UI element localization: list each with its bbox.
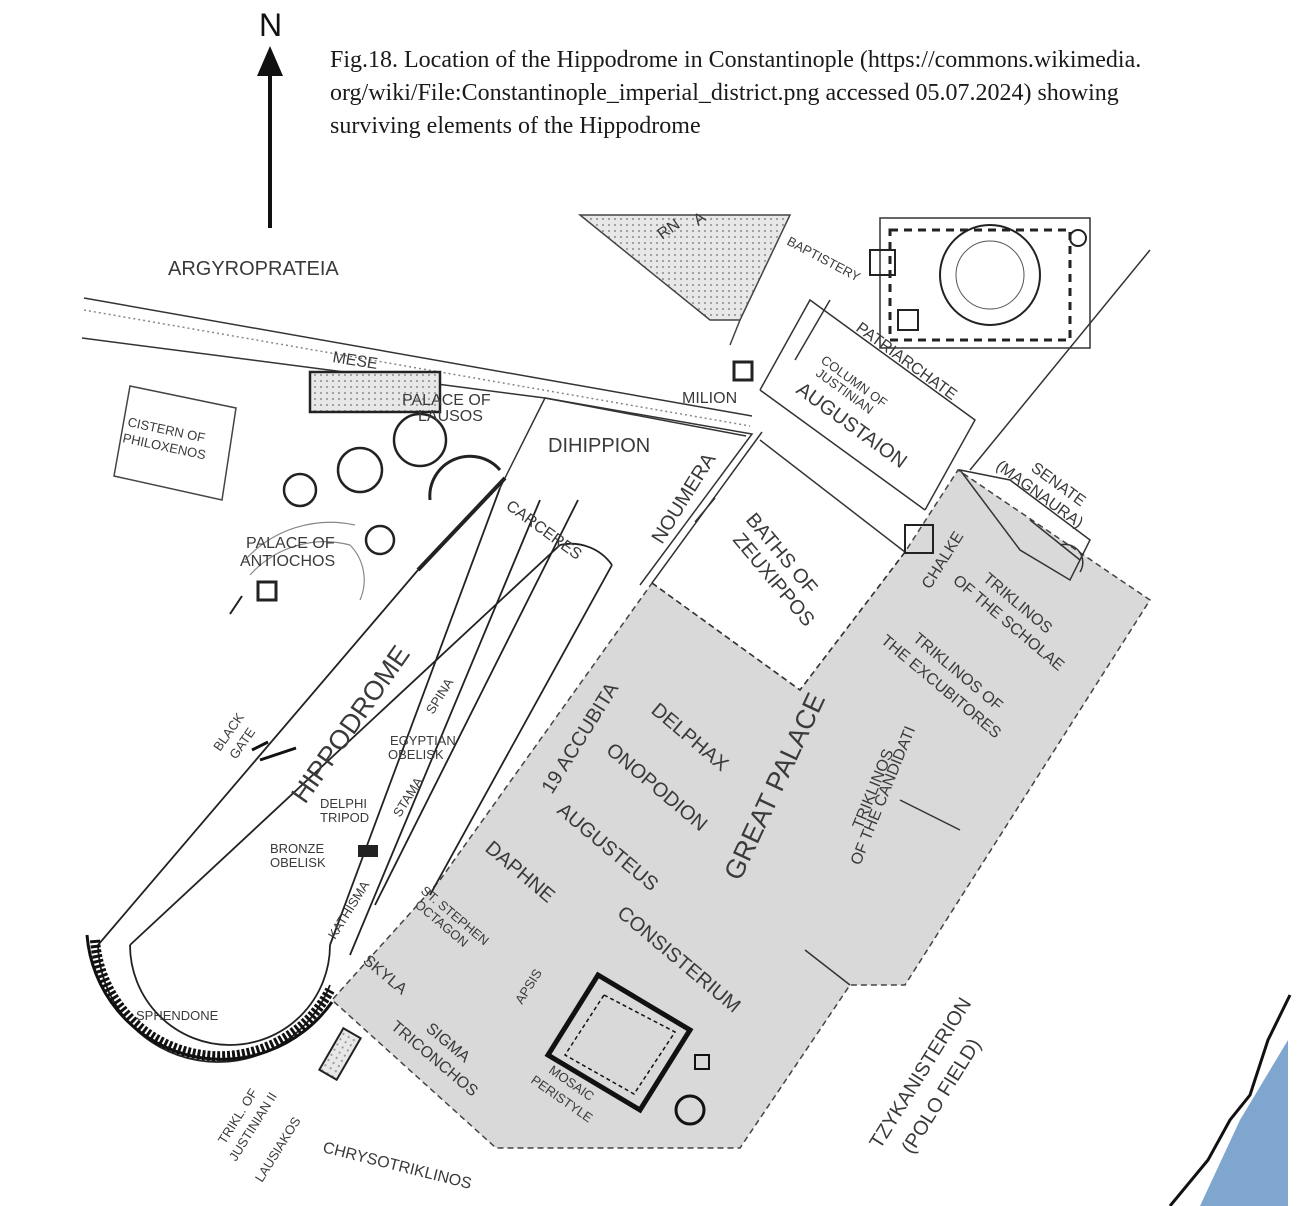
caption-line-3: surviving elements of the Hippodrome bbox=[330, 113, 701, 139]
label-kathisma: KATHISMA bbox=[325, 878, 373, 942]
sphendone-seating bbox=[90, 939, 335, 1062]
label-mese: MESE bbox=[331, 349, 378, 373]
label-delphi-tripod-2: TRIPOD bbox=[320, 810, 369, 825]
caption-line-1: Fig.18. Location of the Hippodrome in Co… bbox=[330, 47, 1142, 73]
hippodrome-outline bbox=[97, 476, 613, 1063]
label-dihippion: DIHIPPION bbox=[548, 435, 650, 457]
label-hippodrome: HIPPODROME bbox=[285, 640, 415, 808]
label-palace-lausos-1: PALACE OF bbox=[402, 392, 491, 409]
label-palace-lausos-2: LAUSOS bbox=[418, 408, 483, 425]
black-gate-marker bbox=[251, 740, 297, 762]
label-palace-antiochos-1: PALACE OF bbox=[246, 535, 335, 552]
palace-lausos-shapes bbox=[282, 370, 502, 556]
coastline bbox=[1168, 994, 1292, 1206]
mosaic-peristyle bbox=[544, 971, 710, 1126]
label-egyptian-obelisk-2: OBELISK bbox=[388, 747, 444, 762]
north-label: N bbox=[259, 7, 282, 43]
label-bronze-obelisk-2: OBELISK bbox=[270, 855, 326, 870]
north-arrow: N bbox=[257, 7, 283, 228]
label-egyptian-obelisk-1: EGYPTIAN bbox=[390, 733, 456, 748]
chalke-marker bbox=[904, 524, 934, 554]
sphendone-outer bbox=[85, 934, 334, 1061]
milion-marker bbox=[732, 360, 754, 382]
label-argyroprateia: ARGYROPRATEIA bbox=[168, 258, 339, 280]
hagia-sophia-area bbox=[577, 214, 1091, 349]
label-carceres: CARCERES bbox=[503, 497, 585, 563]
label-milion: MILION bbox=[682, 390, 737, 407]
misc-lines bbox=[694, 497, 961, 986]
cistern-philoxenos bbox=[113, 385, 237, 501]
label-noumera: NOUMERA bbox=[648, 449, 721, 548]
kathisma-box bbox=[358, 845, 378, 857]
label-sphendone: SPHENDONE bbox=[136, 1008, 219, 1023]
label-bronze-obelisk-1: BRONZE bbox=[270, 841, 325, 856]
augustaion-area bbox=[759, 249, 1151, 511]
label-chrysotriklinos: CHRYSOTRIKLINOS bbox=[321, 1139, 473, 1192]
sea-area bbox=[1200, 1040, 1288, 1206]
label-baptistery: BAPTISTERY bbox=[785, 233, 864, 284]
figure-caption: Fig.18. Location of the Hippodrome in Co… bbox=[330, 44, 1280, 143]
caption-line-2: org/wiki/File:Constantinople_imperial_di… bbox=[330, 80, 1119, 106]
trikl-justinian-rect bbox=[317, 1026, 363, 1082]
label-delphi-tripod-1: DELPHI bbox=[320, 796, 367, 811]
palace-antiochos-shapes bbox=[229, 521, 365, 615]
senate-building bbox=[958, 468, 1091, 582]
great-palace-area bbox=[330, 468, 1152, 1149]
label-palace-antiochos-2: ANTIOCHOS bbox=[240, 553, 335, 570]
